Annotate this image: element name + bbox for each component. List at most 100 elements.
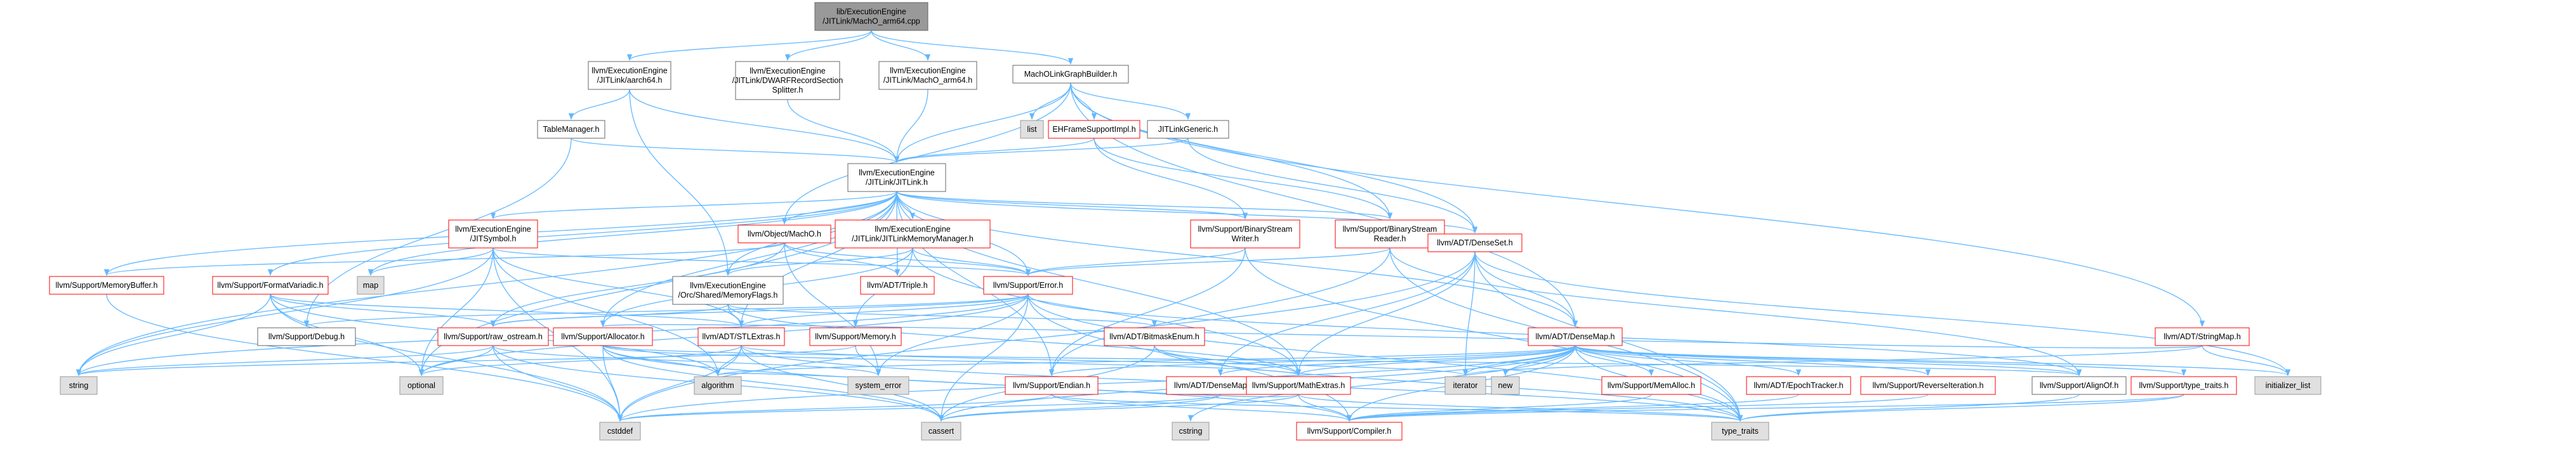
node-compiler[interactable]: llvm/Support/Compiler.h bbox=[1296, 422, 1403, 441]
node-label: cstring bbox=[1179, 427, 1203, 436]
node-tablemgr[interactable]: TableManager.h bbox=[537, 120, 605, 139]
node-jitlink[interactable]: llvm/ExecutionEngine/JITLink/JITLink.h bbox=[847, 163, 946, 192]
node-triple[interactable]: llvm/ADT/Triple.h bbox=[860, 276, 935, 295]
edge-densemap-to-iterator bbox=[1462, 345, 1576, 377]
node-ehframe[interactable]: EHFrameSupportImpl.h bbox=[1048, 120, 1140, 139]
edge-formatvariadic-to-string bbox=[76, 294, 271, 377]
node-macho_arm64[interactable]: llvm/ExecutionEngine/JITLink/MachO_arm64… bbox=[878, 61, 977, 90]
node-label: cstddef bbox=[607, 427, 633, 436]
edge-typetraitsh-to-compiler bbox=[1347, 394, 2184, 422]
node-box bbox=[809, 327, 902, 346]
node-reverseiter[interactable]: llvm/Support/ReverseIteration.h bbox=[1860, 376, 1996, 395]
edge-jitlink-to-map bbox=[367, 191, 897, 276]
node-memorybuffer[interactable]: llvm/Support/MemoryBuffer.h bbox=[49, 276, 164, 295]
node-label: llvm/Support/FormatVariadic.h bbox=[217, 281, 323, 290]
node-label: llvm/Object/MachO.h bbox=[748, 230, 821, 238]
edge-root-to-dwarf bbox=[784, 30, 872, 62]
node-label: /JITSymbol.h bbox=[470, 235, 517, 243]
node-label: llvm/ADT/DenseMapInfo.h bbox=[1174, 381, 1267, 390]
edge-root-to-aarch64 bbox=[626, 30, 872, 62]
node-label: llvm/Support/AlignOf.h bbox=[2040, 381, 2118, 390]
node-box bbox=[2155, 327, 2250, 346]
node-cstring: cstring bbox=[1172, 422, 1210, 441]
edge-jitlink-to-mathextras bbox=[896, 191, 1302, 377]
edge-endian-to-cstddef bbox=[618, 394, 1052, 422]
node-dwarf[interactable]: llvm/ExecutionEngine/JITLink/DWARFRecord… bbox=[732, 61, 843, 100]
node-densemap[interactable]: llvm/ADT/DenseMap.h bbox=[1528, 327, 1623, 346]
node-box bbox=[694, 376, 742, 395]
node-label: llvm/ADT/STLExtras.h bbox=[703, 332, 781, 341]
edge-jitlinkgeneric-to-densesetmod bbox=[1187, 138, 1478, 234]
node-box bbox=[737, 224, 831, 243]
edge-objmacho-to-triple bbox=[784, 242, 901, 276]
node-allocator[interactable]: llvm/Support/Allocator.h bbox=[553, 327, 653, 346]
edge-aarch64-to-tablemgr bbox=[568, 89, 630, 120]
node-label: llvm/Support/BinaryStream bbox=[1343, 225, 1437, 234]
node-aarch64[interactable]: llvm/ExecutionEngine/JITLink/aarch64.h bbox=[588, 61, 671, 90]
node-jitlinkgeneric[interactable]: JITLinkGeneric.h bbox=[1147, 120, 1229, 139]
node-label: llvm/Support/ReverseIteration.h bbox=[1872, 381, 1983, 390]
node-densesetmod[interactable]: llvm/ADT/DenseSet.h bbox=[1427, 233, 1522, 252]
node-box bbox=[672, 276, 784, 305]
node-typetraitsh[interactable]: llvm/Support/type_traits.h bbox=[2130, 376, 2237, 395]
node-machoLGB[interactable]: MachOLinkGraphBuilder.h bbox=[1012, 65, 1129, 84]
node-error[interactable]: llvm/Support/Error.h bbox=[983, 276, 1073, 295]
node-box bbox=[1020, 120, 1044, 139]
node-debug[interactable]: llvm/Support/Debug.h bbox=[257, 327, 356, 346]
edge-densemap-to-reverseiter bbox=[1575, 345, 1931, 377]
edge-bsreader-to-endian bbox=[1048, 247, 1390, 377]
node-jitmem[interactable]: llvm/ExecutionEngine/JITLink/JITLinkMemo… bbox=[835, 219, 991, 249]
node-root[interactable]: lib/ExecutionEngine/JITLink/MachO_arm64.… bbox=[814, 2, 928, 31]
node-memory[interactable]: llvm/Support/Memory.h bbox=[809, 327, 902, 346]
node-box bbox=[1335, 219, 1445, 249]
node-box bbox=[448, 219, 538, 249]
node-endian[interactable]: llvm/Support/Endian.h bbox=[1005, 376, 1099, 395]
node-bitmaskenum[interactable]: llvm/ADT/BitmaskEnum.h bbox=[1104, 327, 1205, 346]
node-label: /JITLink/DWARFRecordSection bbox=[732, 76, 843, 85]
node-label: llvm/Support/raw_ostream.h bbox=[444, 332, 543, 341]
node-label: type_traits bbox=[1722, 427, 1759, 436]
edge-allocator-to-alignof bbox=[602, 345, 2082, 377]
edge-jitsymbol-to-stlextras bbox=[492, 247, 744, 328]
node-orcmemflags[interactable]: llvm/ExecutionEngine/Orc/Shared/MemoryFl… bbox=[672, 276, 784, 305]
node-memalloc[interactable]: llvm/Support/MemAlloc.h bbox=[1601, 376, 1701, 395]
node-label: llvm/Support/Error.h bbox=[993, 281, 1064, 290]
edge-bsreader-to-error bbox=[1026, 247, 1390, 276]
edge-densesetmod-to-initlist bbox=[1474, 251, 2291, 377]
edge-ehframe-to-bswriter bbox=[1093, 138, 1248, 220]
edge-densemap-to-new bbox=[1502, 345, 1576, 377]
node-epochtracker[interactable]: llvm/ADT/EpochTracker.h bbox=[1746, 376, 1851, 395]
node-box bbox=[553, 327, 653, 346]
node-rawostream[interactable]: llvm/Support/raw_ostream.h bbox=[437, 327, 549, 346]
node-label: llvm/ExecutionEngine bbox=[875, 225, 951, 234]
edge-densesetmod-to-iterator bbox=[1462, 251, 1476, 377]
edge-root-to-machoLGB bbox=[871, 30, 1074, 65]
node-objmacho[interactable]: llvm/Object/MachO.h bbox=[737, 224, 831, 243]
node-alignof[interactable]: llvm/Support/AlignOf.h bbox=[2031, 376, 2127, 395]
node-jitsymbol[interactable]: llvm/ExecutionEngine/JITSymbol.h bbox=[448, 219, 538, 249]
node-box bbox=[599, 422, 641, 441]
edge-jitlink-to-bsreader bbox=[896, 191, 1392, 220]
node-label: lib/ExecutionEngine bbox=[836, 8, 906, 16]
node-label: llvm/Support/MemoryBuffer.h bbox=[56, 281, 158, 290]
node-label: map bbox=[363, 281, 378, 290]
node-formatvariadic[interactable]: llvm/Support/FormatVariadic.h bbox=[212, 276, 329, 295]
edge-memory-to-system_error bbox=[855, 345, 882, 377]
edge-macho_arm64-to-jitlink bbox=[894, 89, 928, 164]
edge-allocator-to-cassert bbox=[602, 345, 944, 422]
edge-bswriter-to-type_traits bbox=[1245, 247, 1743, 422]
node-stringmap[interactable]: llvm/ADT/StringMap.h bbox=[2155, 327, 2250, 346]
edge-densemap-to-cstring bbox=[1187, 345, 1576, 422]
node-label: system_error bbox=[855, 381, 902, 390]
node-label: llvm/ExecutionEngine bbox=[890, 67, 966, 75]
node-label: llvm/Support/MemAlloc.h bbox=[1608, 381, 1695, 390]
node-stlextras[interactable]: llvm/ADT/STLExtras.h bbox=[697, 327, 785, 346]
edge-jitlink-to-formatvariadic bbox=[267, 191, 897, 276]
edge-aarch64-to-jitlink bbox=[629, 89, 900, 164]
node-label: /JITLink/MachO_arm64.cpp bbox=[822, 17, 920, 26]
edge-machoLGB-to-list bbox=[1029, 82, 1071, 120]
node-mathextras[interactable]: llvm/Support/MathExtras.h bbox=[1246, 376, 1351, 395]
